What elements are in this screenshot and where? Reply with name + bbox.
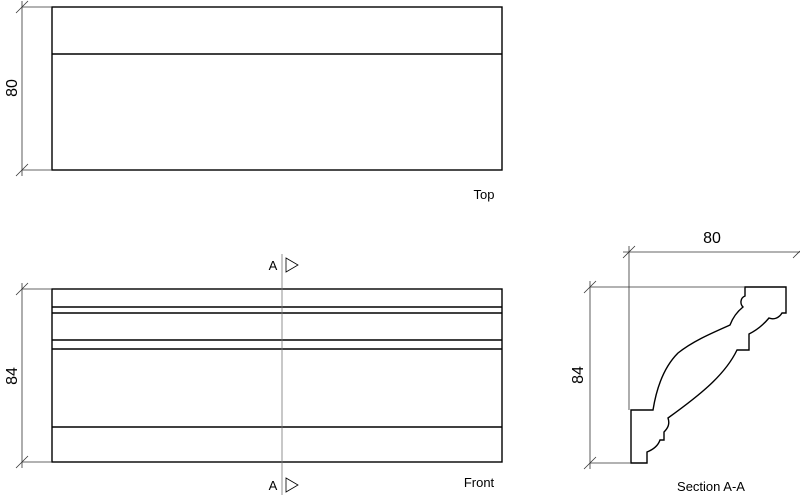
top-view: 80 Top	[4, 0, 503, 202]
section-arrow-icon	[285, 477, 299, 493]
front-view-outline	[51, 288, 503, 463]
section-width-value: 80	[703, 230, 721, 247]
section-view: 80 84 Section A-A	[570, 230, 800, 494]
front-view: A A 84 Front	[4, 254, 503, 495]
front-view-label: Front	[464, 475, 495, 490]
section-width-dimension: 80	[622, 230, 800, 410]
top-dimension: 80	[4, 0, 52, 177]
crown-molding-profile	[630, 286, 787, 464]
front-dimension: 84	[4, 282, 52, 469]
section-view-label: Section A-A	[677, 479, 745, 494]
section-marker-top: A	[269, 257, 299, 273]
top-dimension-value: 80	[4, 79, 21, 97]
section-marker-bottom: A	[269, 477, 299, 493]
section-marker-letter: A	[269, 258, 278, 273]
section-arrow-icon	[285, 257, 299, 273]
section-height-dimension: 84	[570, 280, 745, 470]
top-view-label: Top	[474, 187, 495, 202]
top-view-outline	[51, 6, 503, 171]
front-dimension-value: 84	[4, 367, 21, 385]
section-marker-letter: A	[269, 478, 278, 493]
section-height-value: 84	[570, 366, 587, 384]
